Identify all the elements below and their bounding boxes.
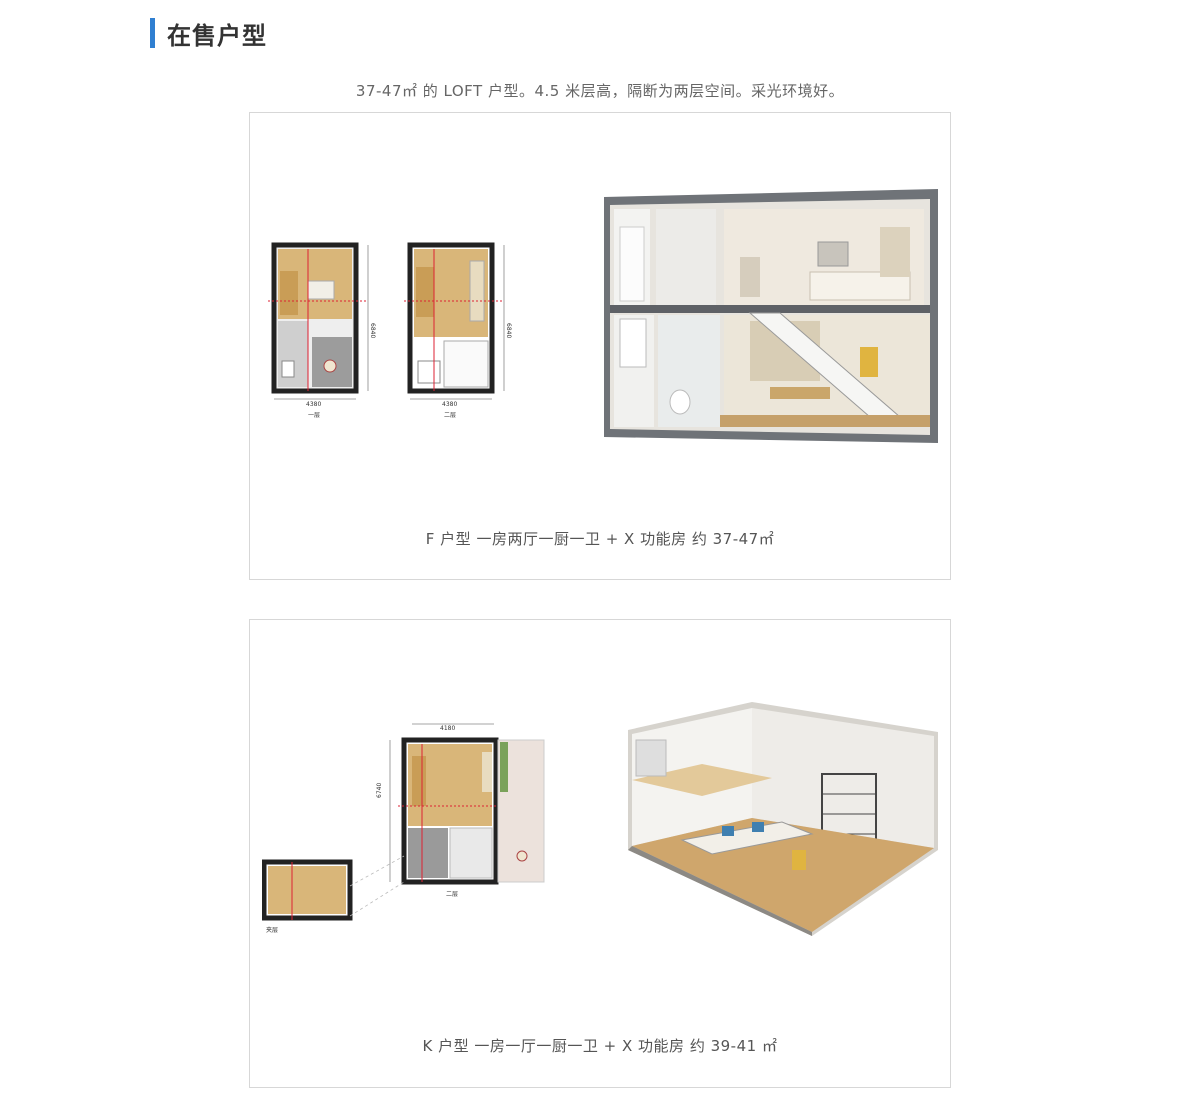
unit-card-f[interactable]: 6840 4380 一层 6840 4380 二层 — [249, 112, 951, 580]
section-intro: 37-47㎡ 的 LOFT 户型。4.5 米层高，隔断为两层空间。采光环境好。 — [355, 82, 845, 100]
floor-plan-f-level-1: 6840 4380 一层 — [268, 241, 383, 426]
unit-f-3d-rendering — [600, 187, 942, 449]
plan-f-depth-label: 6840 — [369, 323, 376, 338]
plan-k-floor-label-2: 夹层 — [266, 926, 278, 934]
unit-card-k[interactable]: 4180 6740 二层 夹层 — [249, 619, 951, 1088]
plan-k-floor-label-1: 二层 — [446, 891, 458, 898]
plan-f-floor-label-2: 二层 — [444, 412, 456, 419]
plan-f-depth-label-2: 6840 — [505, 323, 512, 338]
unit-k-3d-rendering — [622, 700, 942, 940]
plan-k-width-label: 4180 — [440, 725, 455, 732]
section-title: 在售户型 — [167, 21, 267, 50]
section-header: 在售户型 — [150, 18, 267, 50]
unit-k-caption: K 户型 一房一厅一厨一卫 + X 功能房 约 39-41 ㎡ — [422, 1037, 778, 1055]
floor-plan-k: 4180 6740 二层 夹层 — [262, 716, 562, 946]
plan-k-depth-label: 6740 — [376, 783, 383, 798]
plan-f-floor-label-1: 一层 — [308, 412, 320, 419]
floor-plan-f-level-2: 6840 4380 二层 — [404, 241, 519, 426]
section-header-accent-bar — [150, 18, 155, 48]
plan-f-width-label: 4380 — [306, 401, 321, 408]
plan-f-width-label-2: 4380 — [442, 401, 457, 408]
unit-f-caption: F 户型 一房两厅一厨一卫 + X 功能房 约 37-47㎡ — [425, 530, 775, 548]
